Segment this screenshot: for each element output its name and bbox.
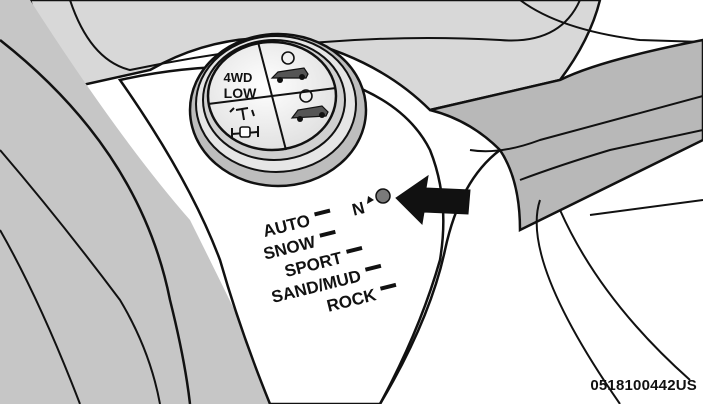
- knob-low-text: LOW: [224, 85, 257, 101]
- mode-tick-snow: [319, 229, 336, 238]
- mode-tick-auto: [314, 208, 331, 217]
- mode-tick-rock: [379, 282, 397, 291]
- console-right-surface: [429, 38, 703, 404]
- neutral-label: N: [350, 198, 367, 219]
- axle-lock-icon: [229, 107, 259, 139]
- selector-knob[interactable]: [188, 32, 368, 188]
- arrow-left-icon: [395, 174, 471, 226]
- neutral-indicator: N: [350, 188, 391, 220]
- neutral-indicator-light: [375, 188, 391, 204]
- knob-4wd-text: 4WD: [224, 70, 253, 85]
- neutral-pointer-icon: [367, 196, 374, 204]
- mode-tick-sport: [346, 245, 363, 254]
- mode-tick-sand-mud: [364, 263, 382, 272]
- vehicle-hill-descent-icon: [270, 51, 309, 83]
- figure-code: 0518100442US: [590, 377, 697, 394]
- knob-quadrant-4wd-low: 4WD LOW: [224, 70, 258, 101]
- vehicle-hill-descent-icon: [290, 89, 329, 122]
- console-panel: [0, 0, 280, 404]
